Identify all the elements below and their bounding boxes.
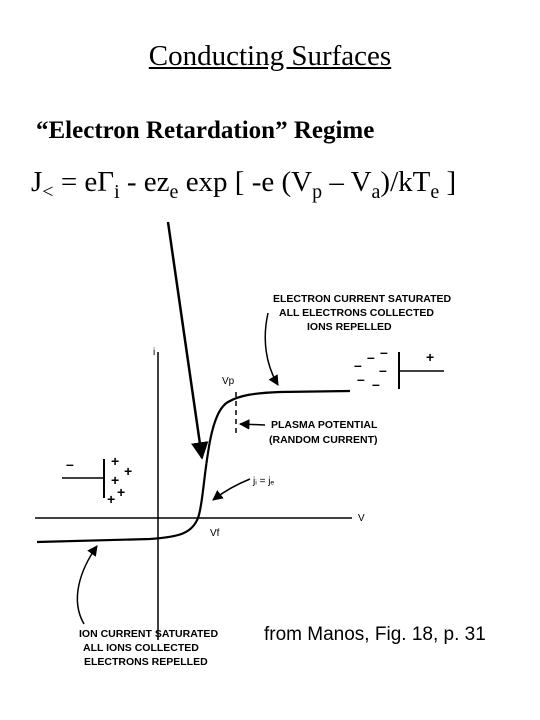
subtitle: “Electron Retardation” Regime	[36, 117, 375, 144]
minus-sign: –	[379, 362, 387, 378]
ji-je-arrow	[212, 478, 251, 501]
plus-sign: +	[107, 491, 115, 507]
saturation-arrow	[264, 312, 279, 386]
source-credit: from Manos, Fig. 18, p. 31	[264, 624, 486, 645]
equation-pointer-arrow	[166, 221, 209, 460]
plus-sign: +	[426, 349, 434, 365]
electron-saturated-label: ELECTRON CURRENT SATURATED	[273, 293, 452, 305]
iv-curve	[36, 389, 351, 544]
minus-sign: –	[372, 376, 380, 392]
equation-part: = eΓ	[53, 166, 115, 198]
equation-part: ]	[439, 166, 457, 198]
minus-sign: –	[367, 349, 375, 365]
plus-sign: +	[124, 463, 132, 479]
page-title: Conducting Surfaces	[148, 40, 392, 72]
ion-saturated-label: ELECTRONS REPELLED	[84, 656, 208, 668]
equation-part: J	[31, 166, 43, 198]
plus-sign: +	[111, 453, 119, 469]
ion-saturated-label: ALL IONS COLLECTED	[83, 642, 199, 654]
plasma-potential-label: (RANDOM CURRENT)	[269, 434, 378, 446]
vf-label: Vf	[210, 528, 220, 539]
plasma-potential-arrow	[238, 419, 266, 430]
plus-sign: +	[111, 472, 119, 488]
equation-part: exp [ -e (V	[178, 166, 313, 198]
minus-sign: –	[66, 456, 74, 472]
equation-part: – V	[322, 166, 372, 198]
ji-je-label: jᵢ = jₑ	[252, 476, 274, 487]
ion-saturated-label: ION CURRENT SATURATED	[79, 628, 218, 640]
electron-saturated-label: ALL ELECTRONS COLLECTED	[279, 307, 434, 319]
ion-current-arrow	[76, 545, 98, 625]
equation: J< = eΓi - eze exp [ -e (Vp – Va)/kTe ]	[31, 166, 456, 204]
equation-subscript: <	[42, 180, 54, 203]
equation-subscript: p	[312, 180, 323, 203]
equation-part: )/kT	[380, 166, 431, 198]
plasma-potential-label: PLASMA POTENTIAL	[271, 419, 378, 431]
electron-saturated-label: IONS REPELLED	[307, 321, 392, 333]
minus-sign: –	[357, 371, 365, 387]
equation-part: - ez	[119, 166, 170, 198]
plus-sign: +	[117, 484, 125, 500]
minus-sign: –	[354, 357, 362, 373]
equation-subscript: e	[430, 180, 440, 203]
vp-label: Vp	[222, 376, 235, 387]
equation-subscript: a	[371, 180, 381, 203]
equation-subscript: e	[169, 180, 179, 203]
minus-sign: –	[380, 344, 388, 360]
equation-subscript: i	[114, 180, 120, 203]
axis-i-label: i	[153, 347, 155, 358]
axis-v-label: V	[358, 513, 365, 524]
